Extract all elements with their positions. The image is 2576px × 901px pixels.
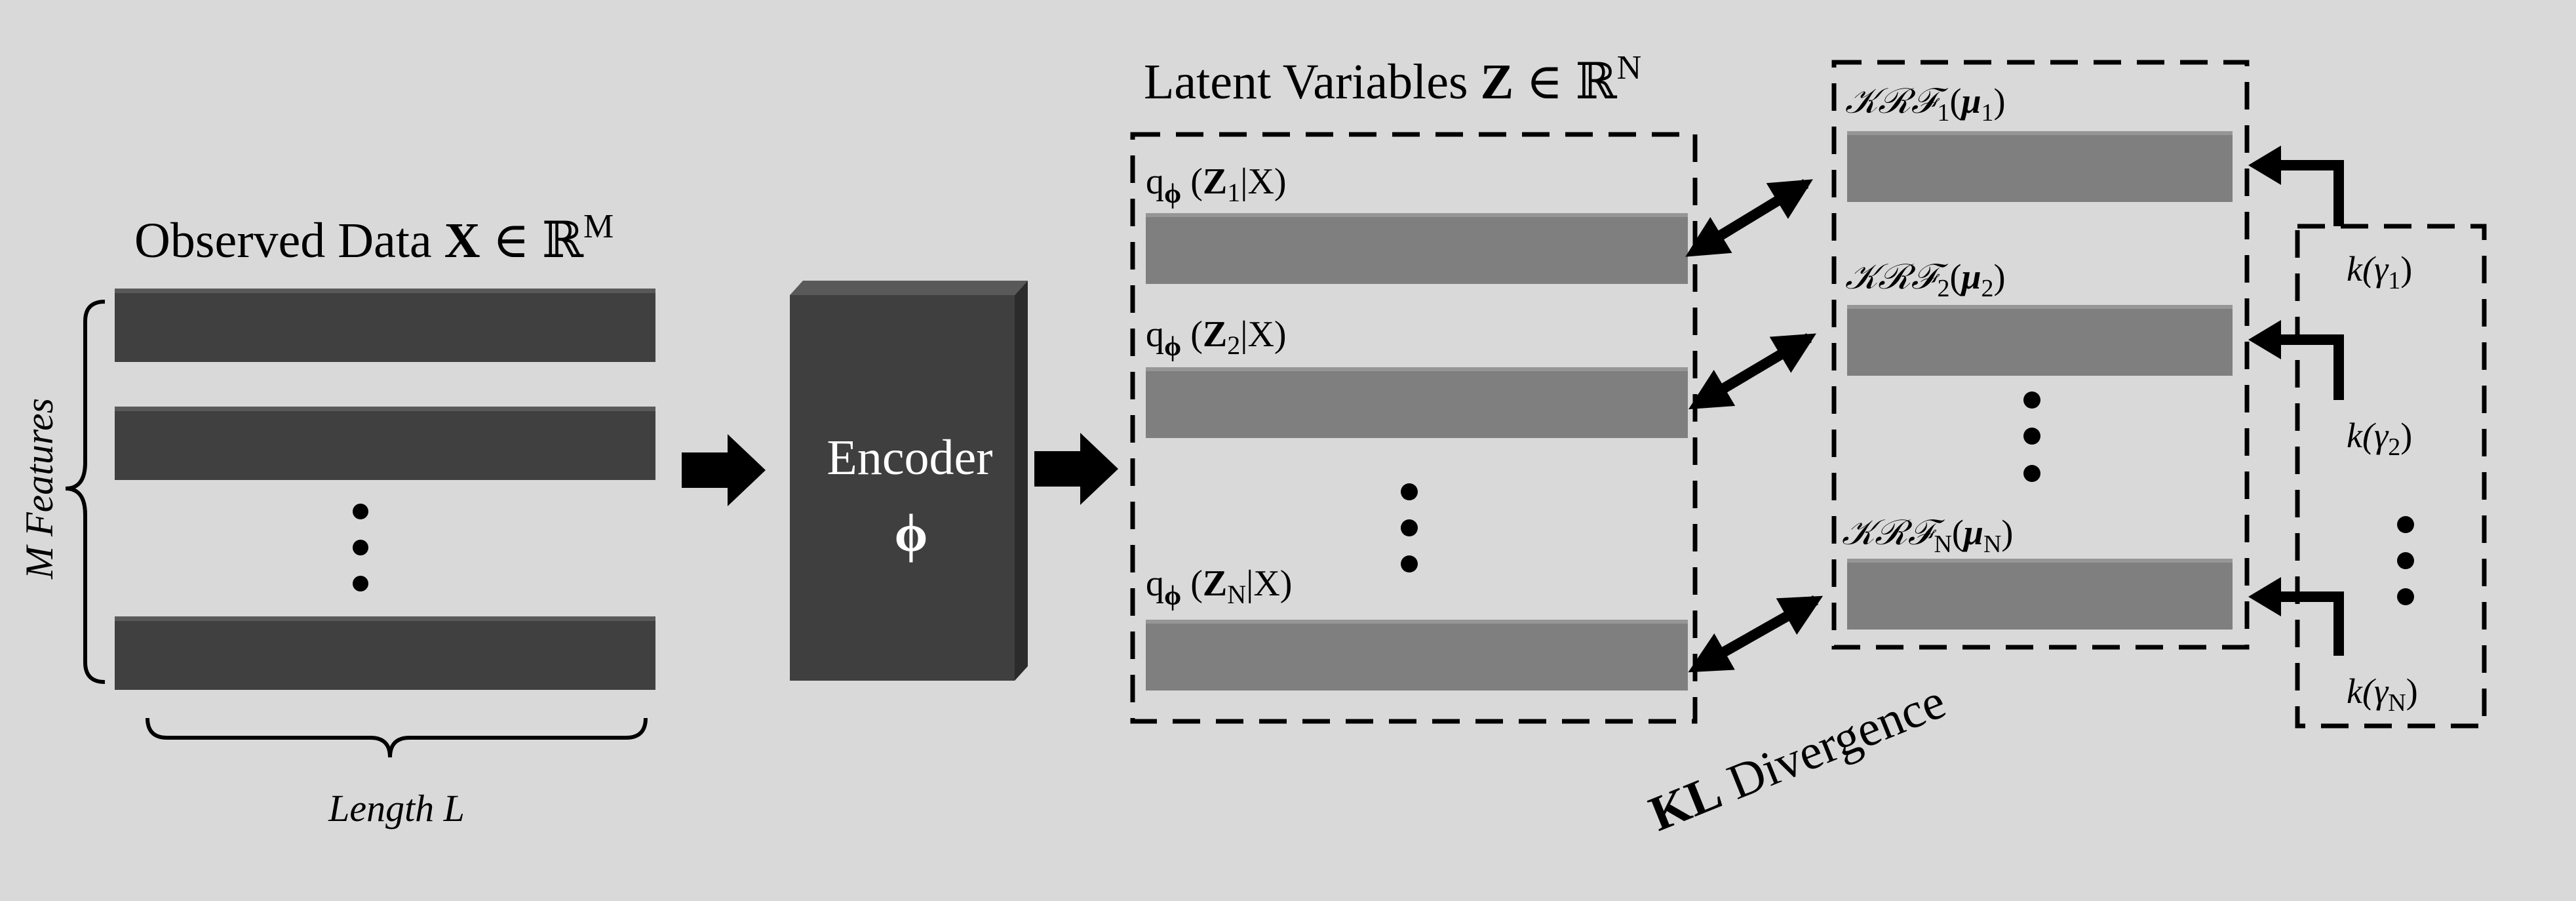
krf-ellipsis	[2023, 391, 2040, 482]
latent-title: Latent Variables Z ∈ ℝN	[1144, 49, 1641, 110]
features-brace	[65, 300, 106, 684]
latent-bar-2	[1146, 367, 1688, 438]
latent-bar-1	[1146, 213, 1688, 284]
krf-bar-n	[1847, 559, 2233, 630]
kl-arrow-2	[1688, 333, 1817, 410]
encoder-phi: ϕ	[894, 503, 927, 563]
observed-feature-bar-n	[115, 616, 655, 690]
latent-bar-n	[1146, 620, 1688, 691]
krf-dashed-box	[1831, 60, 2250, 650]
krf-group: 𝒦ℛℱ1(μ1) 𝒦ℛℱ2(μ2) 𝒦ℛℱN(μN)	[1831, 60, 2250, 650]
latent-label-2: qϕ (Z2|X)	[1146, 314, 1287, 362]
latent-group: Latent Variables Z ∈ ℝN qϕ (Z1|X) qϕ (Z2…	[1130, 49, 1698, 724]
kl-divergence-label: KL Divergence	[1642, 673, 1953, 842]
krf-bar-2	[1847, 305, 2233, 376]
length-label: Length L	[328, 787, 465, 830]
arrow-to-latent	[1034, 433, 1118, 505]
kernel-label-1: k(γ1)	[2347, 249, 2412, 294]
arrow-to-encoder	[682, 434, 766, 506]
krf-label-1: 𝒦ℛℱ1(μ1)	[1845, 81, 2005, 127]
latent-ellipsis	[1401, 483, 1418, 572]
kernel-ellipsis	[2397, 516, 2414, 605]
krf-label-n: 𝒦ℛℱN(μN)	[1842, 513, 2013, 558]
kl-arrows	[1685, 179, 1824, 673]
encoder-label: Encoder	[827, 430, 992, 485]
kernel-arrow-n	[2248, 577, 2344, 656]
features-label: M Features	[18, 398, 61, 580]
kernel-arrow-2	[2248, 320, 2344, 400]
observed-feature-bar-2	[115, 407, 655, 480]
length-brace	[146, 717, 648, 758]
encoder-block: Encoder ϕ	[790, 281, 1028, 681]
observed-data-group: Observed Data X ∈ ℝM M Features Length L	[18, 208, 655, 830]
kernel-label-2: k(γ2)	[2347, 416, 2412, 461]
kl-arrow-n	[1688, 595, 1824, 673]
observed-feature-bar-1	[115, 289, 655, 362]
observed-data-title: Observed Data X ∈ ℝM	[134, 208, 614, 268]
krf-label-2: 𝒦ℛℱ2(μ2)	[1845, 257, 2005, 302]
latent-dashed-box	[1130, 132, 1698, 724]
kernel-arrow-1	[2248, 146, 2344, 226]
observed-ellipsis	[353, 504, 368, 591]
kernel-group: k(γ1) k(γ2) k(γN)	[2248, 146, 2487, 729]
latent-label-1: qϕ (Z1|X)	[1146, 161, 1287, 209]
kernel-label-n: k(γN)	[2347, 671, 2418, 717]
krf-bar-1	[1847, 131, 2233, 202]
kl-arrow-1	[1685, 179, 1813, 257]
latent-label-n: qϕ (ZN|X)	[1146, 563, 1292, 611]
kernel-dashed-box	[2295, 224, 2487, 729]
